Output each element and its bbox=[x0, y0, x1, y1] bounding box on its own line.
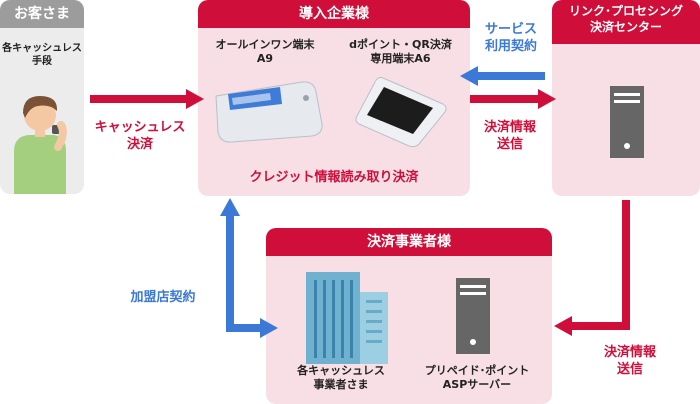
label-service: サービス 利用契約 bbox=[484, 22, 537, 54]
label-info-bottom: 決済情報 送信 bbox=[603, 345, 656, 377]
merchant-caption: クレジット情報読み取り決済 bbox=[249, 170, 419, 185]
arrow-info-bottom bbox=[570, 200, 630, 330]
center-title: リンク･プロセシング 決済センター bbox=[552, 0, 700, 44]
device-a9-label: オールインワン端末 A9 bbox=[215, 38, 315, 66]
server-icon bbox=[456, 278, 490, 354]
arrow-merchant-contract bbox=[226, 214, 262, 332]
label-info-top: 決済情報 送信 bbox=[483, 120, 536, 152]
device-a6-label: dポイント・QR決済 専用端末A6 bbox=[349, 38, 452, 66]
operator-item2-label: プリペイド･ポイント ASPサーバー bbox=[424, 364, 530, 392]
operator-box: 決済事業者様 各キャッシュレス 事業者さま プリペイド･ポイント ASPサーバー bbox=[266, 228, 552, 404]
label-cashless: キャッシュレス 決済 bbox=[94, 120, 186, 152]
center-box: リンク･プロセシング 決済センター bbox=[552, 0, 700, 196]
customer-label: 各キャッシュレス 手段 bbox=[2, 43, 82, 67]
merchant-box: 導入企業様 オールインワン端末 A9 dポイント・QR決済 専用端末A6 クレジ… bbox=[198, 0, 470, 196]
customer-title: お客さま bbox=[0, 0, 84, 28]
customer-person-icon bbox=[14, 96, 67, 194]
building-icon bbox=[306, 272, 388, 364]
label-merchant-contract: 加盟店契約 bbox=[130, 290, 196, 305]
terminal-a6-icon bbox=[355, 77, 447, 148]
customer-box: お客さま 各キャッシュレス 手段 bbox=[0, 0, 84, 194]
operator-title: 決済事業者様 bbox=[266, 228, 552, 256]
server-icon bbox=[610, 86, 644, 158]
terminal-a9-icon bbox=[215, 81, 323, 143]
merchant-title: 導入企業様 bbox=[198, 0, 470, 28]
operator-item1-label: 各キャッシュレス 事業者さま bbox=[297, 364, 385, 392]
